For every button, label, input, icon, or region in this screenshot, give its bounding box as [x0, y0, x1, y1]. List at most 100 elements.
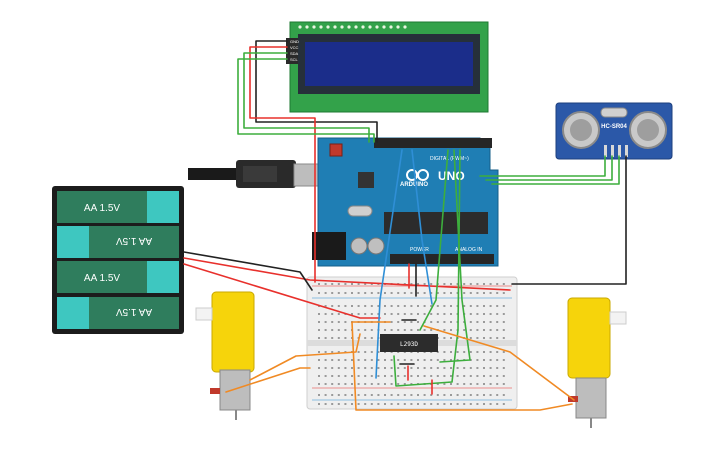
sensor-model-label: HC-SR04: [601, 124, 627, 130]
battery-cell-label: AA 1.5V: [116, 235, 152, 246]
breadboard-hole: [331, 383, 334, 385]
wires: [183, 40, 627, 411]
breadboard-hole: [476, 292, 479, 294]
breadboard-hole: [469, 403, 472, 405]
breadboard-hole: [410, 329, 413, 331]
wire-motor-right-a: [423, 325, 575, 401]
breadboard-hole: [384, 383, 386, 385]
breadboard-hole: [450, 375, 452, 377]
breadboard-hole: [502, 292, 505, 294]
breadboard-hole: [489, 313, 492, 315]
breadboard-hole: [443, 383, 446, 385]
breadboard-hole: [430, 359, 433, 361]
breadboard-hole: [450, 329, 452, 331]
breadboard-hole: [331, 292, 334, 294]
breadboard-hole: [463, 375, 466, 377]
battery-pack: AA 1.5V AA 1.5V AA 1.5V AA 1.5V: [52, 186, 184, 334]
breadboard-hole: [483, 321, 485, 323]
breadboard-hole: [337, 313, 340, 315]
breadboard-hole: [502, 394, 505, 396]
wire-lcd-gnd: [255, 40, 378, 143]
breadboard-hole: [357, 283, 360, 285]
breadboard-hole: [443, 321, 446, 323]
breadboard-hole: [423, 305, 426, 307]
usb-cable: [188, 168, 238, 180]
breadboard-hole: [324, 394, 327, 396]
breadboard-hole: [403, 321, 406, 323]
breadboard-hole: [489, 329, 492, 331]
breadboard-hole: [469, 321, 472, 323]
breadboard-hole: [337, 359, 340, 361]
breadboard-hole: [384, 305, 386, 307]
breadboard-hole: [489, 292, 492, 294]
breadboard-hole: [357, 394, 360, 396]
breadboard-hole: [324, 292, 327, 294]
breadboard-hole: [351, 359, 353, 361]
breadboard-hole: [417, 329, 419, 331]
breadboard-hole: [384, 403, 386, 405]
breadboard-hole: [370, 292, 373, 294]
breadboard-hole: [436, 383, 439, 385]
breadboard-hole: [450, 305, 452, 307]
breadboard-hole: [489, 337, 492, 339]
breadboard-hole: [364, 375, 367, 377]
breadboard-hole: [370, 337, 373, 339]
breadboard-hole: [318, 351, 320, 353]
breadboard-hole: [463, 305, 466, 307]
breadboard-hole: [469, 383, 472, 385]
breadboard-hole: [351, 367, 353, 369]
breadboard-hole: [450, 351, 452, 353]
breadboard-hole: [502, 283, 505, 285]
breadboard-hole: [476, 283, 479, 285]
breadboard-hole: [436, 403, 439, 405]
breadboard-hole: [469, 375, 472, 377]
breadboard-hole: [410, 375, 413, 377]
breadboard-hole: [443, 313, 446, 315]
breadboard-hole: [397, 394, 400, 396]
breadboard-hole: [357, 351, 360, 353]
ultrasonic-sensor: HC-SR04: [555, 102, 673, 160]
breadboard-hole: [377, 375, 380, 377]
breadboard-hole: [364, 351, 367, 353]
breadboard-hole: [496, 359, 499, 361]
breadboard-hole: [476, 383, 479, 385]
breadboard-hole: [403, 313, 406, 315]
breadboard-hole: [331, 305, 334, 307]
breadboard-hole: [483, 367, 485, 369]
breadboard-hole: [423, 367, 426, 369]
breadboard-hole: [463, 351, 466, 353]
breadboard-hole: [496, 283, 499, 285]
breadboard-hole: [436, 359, 439, 361]
breadboard-hole: [430, 367, 433, 369]
breadboard-hole: [483, 329, 485, 331]
breadboard-hole: [344, 337, 347, 339]
breadboard-hole: [410, 383, 413, 385]
breadboard-hole: [443, 375, 446, 377]
breadboard-hole: [397, 305, 400, 307]
breadboard-hole: [357, 313, 360, 315]
breadboard-hole: [390, 359, 393, 361]
breadboard-hole: [423, 394, 426, 396]
breadboard-hole: [390, 305, 393, 307]
breadboard-holes: [318, 283, 505, 405]
breadboard-hole: [417, 305, 419, 307]
wire-sensor-gnd: [511, 155, 627, 285]
breadboard-hole: [370, 329, 373, 331]
breadboard-hole: [357, 375, 360, 377]
breadboard-hole: [390, 383, 393, 385]
breadboard-hole: [384, 359, 386, 361]
breadboard-hole: [364, 383, 367, 385]
breadboard-hole: [423, 375, 426, 377]
wire-signal-1: [375, 149, 403, 379]
breadboard-hole: [476, 403, 479, 405]
motor-right: [567, 297, 627, 428]
breadboard-hole: [443, 359, 446, 361]
breadboard-hole: [318, 403, 320, 405]
breadboard-hole: [430, 283, 433, 285]
breadboard-hole: [397, 292, 400, 294]
breadboard-hole: [489, 394, 492, 396]
breadboard-hole: [502, 329, 505, 331]
breadboard-hole: [450, 292, 452, 294]
wire-battery-pos: [183, 257, 511, 291]
breadboard-hole: [456, 375, 459, 377]
